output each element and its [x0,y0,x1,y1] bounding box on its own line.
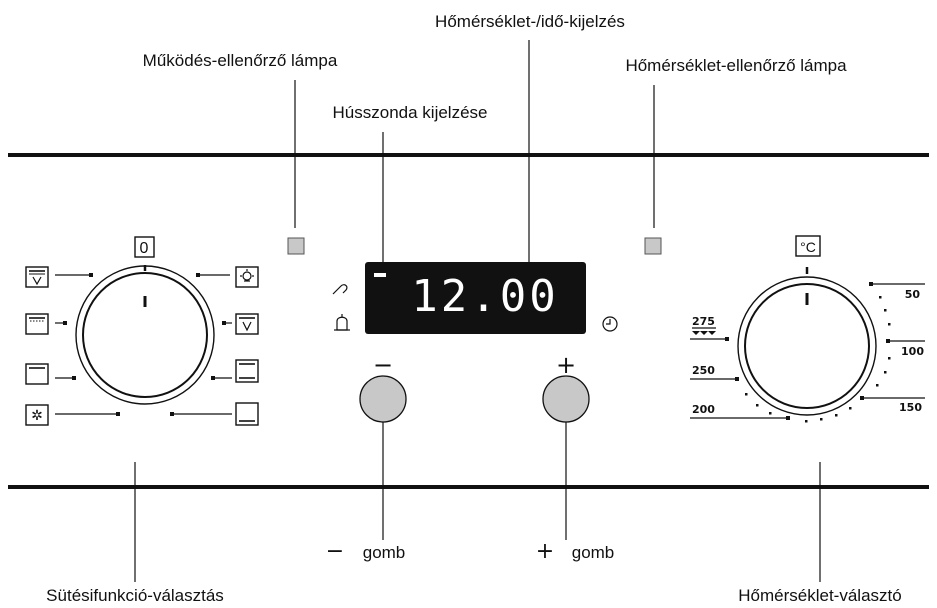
label-temp-time-display: Hőmérséklet-/idő-kijelzés [435,12,625,31]
function-selector-dial[interactable] [75,265,215,405]
label-temp-control-lamp: Hőmérséklet-ellenőrző lámpa [625,56,847,75]
svg-text:150: 150 [899,401,922,414]
svg-text:200: 200 [692,403,715,416]
function-off-label: 0 [140,240,149,257]
label-meat-probe-display: Hússzonda kijelzése [333,103,488,122]
operation-lamp [287,237,305,255]
function-icon-top-bottom-heat [235,359,259,383]
temp-mark-100: 100 [886,339,925,358]
marker-function-5 [196,273,200,277]
marker-function-8 [170,412,174,416]
svg-text:100: 100 [901,345,924,358]
marker-function-1 [89,273,93,277]
svg-text:50: 50 [905,288,921,301]
temp-mark-50: 50 [869,282,925,301]
label-operation-lamp: Működés-ellenőrző lámpa [143,51,338,70]
marker-function-6 [222,321,226,325]
temp-unit-label: °C [800,239,816,255]
temp-control-lamp [644,237,662,255]
label-temp-selector: Hőmérséklet-választó [738,586,901,605]
display-screen [365,262,586,334]
function-icon-top-grill [25,313,49,335]
label-function-selector: Sütésifunkció-választás [46,586,224,605]
function-icon-defrost: ✲ [25,404,49,426]
marker-function-4 [116,412,120,416]
plus-button[interactable] [542,375,590,423]
temperature-selector-dial[interactable] [737,267,877,416]
temp-mark-200: 200 [690,403,790,420]
svg-text:250: 250 [692,364,715,377]
function-icon-light [235,266,259,288]
svg-text:✲: ✲ [31,408,43,424]
temp-unit-box [795,235,821,257]
probe-icon [332,284,348,295]
display-indicator-dash [374,273,386,277]
minus-button-label: gomb [363,543,406,562]
temp-mark-275: 275 [690,315,729,341]
svg-text:275: 275 [692,315,715,328]
minus-button-label-symbol: − [326,539,344,564]
bell-icon [334,314,350,331]
plus-button-label-symbol: + [536,539,554,564]
temp-mark-250: 250 [690,364,739,381]
function-icon-bottom-heat [235,402,259,426]
function-off-box [134,236,155,258]
clock-icon [602,316,618,332]
function-icon-top-heat [25,363,49,385]
function-icon-grill-fan [25,266,49,288]
marker-function-2 [63,321,67,325]
function-icon-fan-grill [235,313,259,335]
minus-button[interactable] [359,375,407,423]
temp-scale-dots [745,296,891,423]
temp-mark-150: 150 [860,396,925,414]
minus-symbol: − [373,351,393,379]
marker-function-3 [72,376,76,380]
marker-function-7 [211,376,215,380]
plus-button-label: gomb [572,543,615,562]
plus-symbol: + [556,351,576,379]
display-time: 12.00 [411,271,558,322]
